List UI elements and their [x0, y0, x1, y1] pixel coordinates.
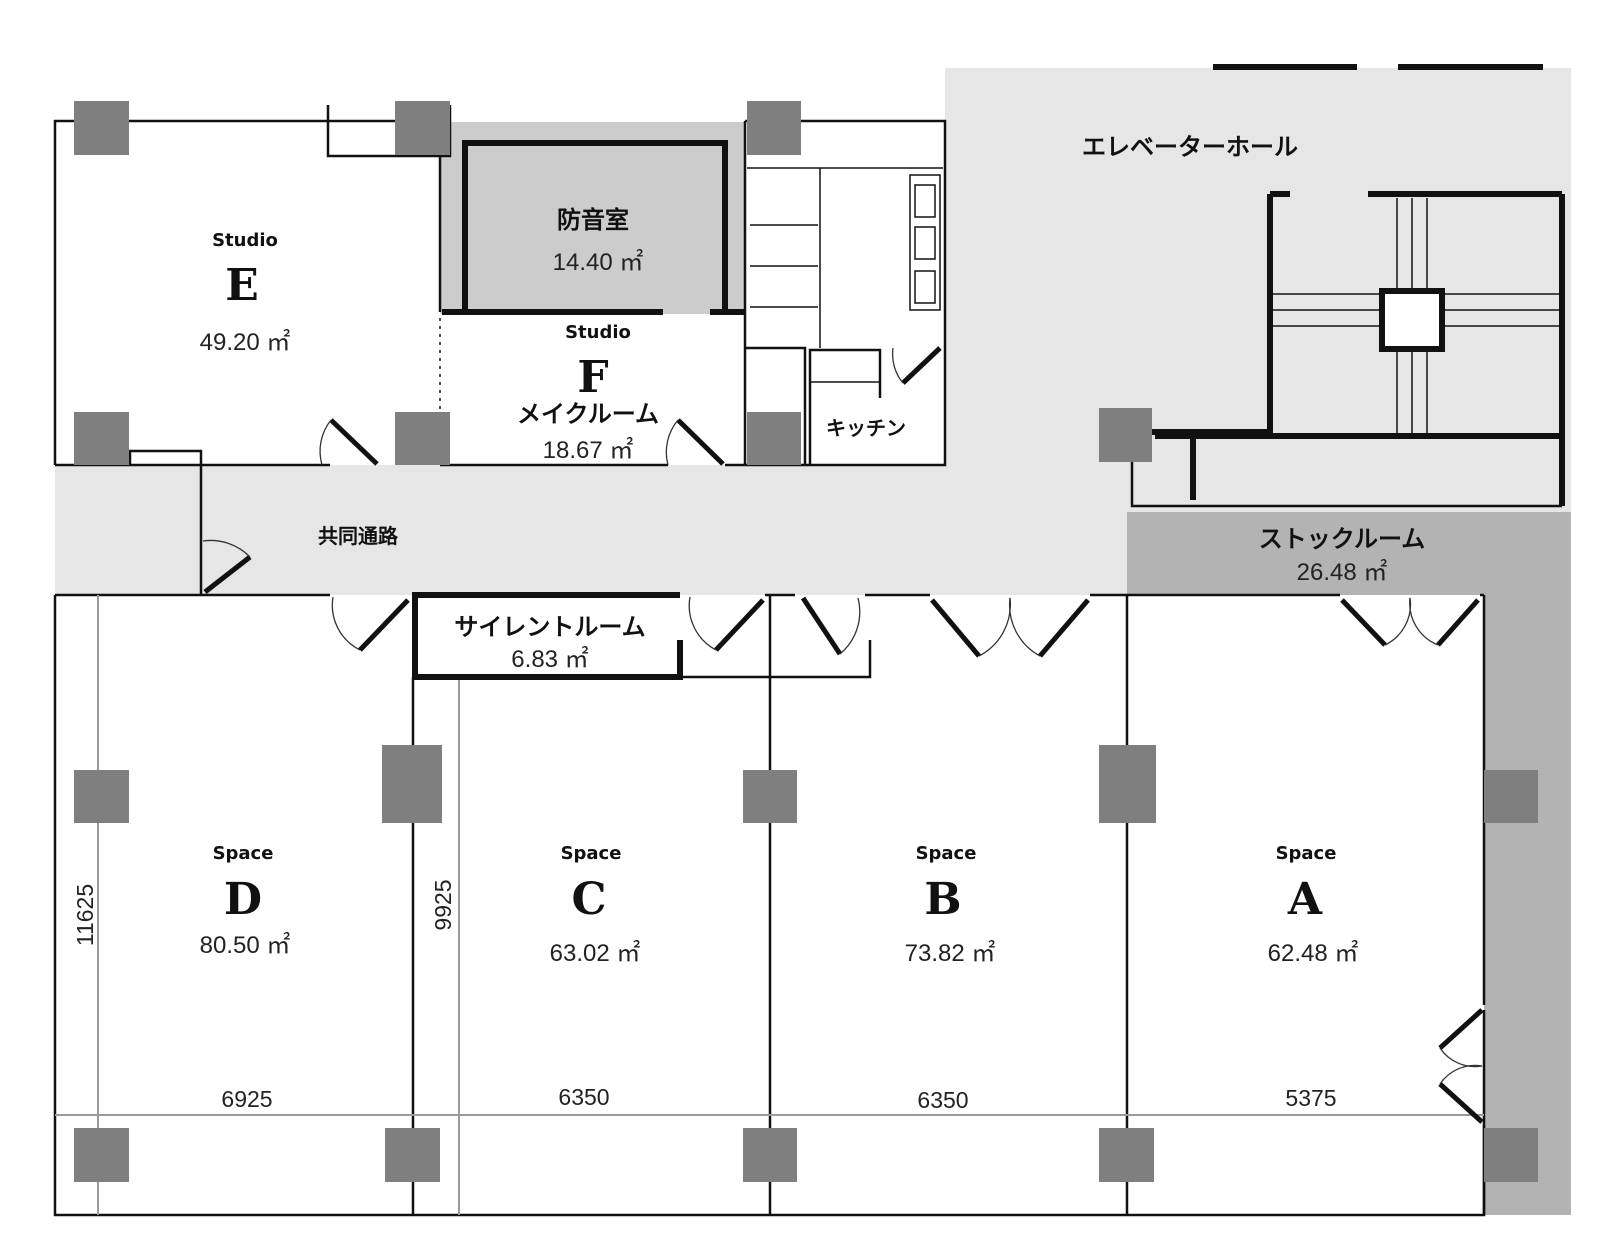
column — [743, 770, 797, 823]
door-stock-bottom — [1438, 1064, 1484, 1124]
soundproof-area: 14.40 ㎡ — [553, 249, 644, 276]
column — [743, 1128, 797, 1182]
door-silent — [688, 596, 765, 652]
door-studio-e — [319, 418, 379, 466]
column — [395, 412, 450, 465]
column — [395, 101, 450, 155]
space-c-kind: Space — [561, 843, 622, 864]
space-a-width: 5375 — [1285, 1085, 1336, 1111]
studio-f-letter: F — [577, 352, 608, 403]
space-d-letter: D — [224, 874, 262, 925]
column — [74, 1128, 129, 1182]
studio-f-kind: Studio — [565, 322, 631, 343]
door-kitchen — [891, 346, 942, 385]
column — [1484, 1128, 1538, 1182]
column — [1099, 1128, 1154, 1182]
room-labels: Studio E 49.20 ㎡ 防音室 14.40 ㎡ Studio F メイ… — [72, 133, 1425, 1113]
space-a-area: 62.48 ㎡ — [1268, 940, 1359, 967]
column — [382, 745, 442, 823]
column — [385, 1128, 440, 1182]
studio-e-kind: Studio — [212, 230, 278, 251]
column — [1099, 745, 1156, 823]
soundproof-zone — [440, 122, 745, 314]
door-space-a-left — [1340, 597, 1412, 647]
door-studio-f — [665, 418, 725, 466]
space-d-kind: Space — [213, 843, 274, 864]
stair-landing — [1379, 288, 1445, 352]
soundproof-name: 防音室 — [557, 206, 629, 234]
door-space-b-left — [930, 597, 1012, 658]
column — [74, 412, 129, 465]
silent-room-name: サイレントルーム — [454, 613, 645, 641]
space-c-depth: 9925 — [430, 879, 456, 930]
door-space-c — [800, 596, 861, 656]
door-stock-top — [1438, 1008, 1484, 1068]
column — [74, 101, 129, 155]
kitchen-name: キッチン — [826, 416, 906, 440]
column — [74, 770, 129, 823]
doors — [202, 346, 1484, 1124]
stock-room-name: ストックルーム — [1259, 525, 1426, 553]
elevator-hall-name: エレベーターホール — [1082, 133, 1298, 161]
space-c-area: 63.02 ㎡ — [550, 940, 641, 967]
stock-room-zone — [1127, 512, 1571, 595]
space-c-width: 6350 — [558, 1084, 609, 1110]
studio-e-letter: E — [225, 260, 259, 311]
space-d-depth: 11625 — [72, 884, 98, 946]
space-b-letter: B — [924, 874, 961, 925]
dimension-lines — [55, 595, 1484, 1215]
space-a-letter: A — [1287, 874, 1323, 925]
space-b-kind: Space — [916, 843, 977, 864]
walls — [53, 64, 1565, 1217]
stock-room-area: 26.48 ㎡ — [1297, 559, 1388, 586]
door-space-b-right — [1008, 597, 1090, 658]
space-d-area: 80.50 ㎡ — [200, 932, 291, 959]
columns — [74, 101, 1538, 1182]
studio-e-area: 49.20 ㎡ — [200, 329, 291, 356]
space-b-area: 73.82 ㎡ — [905, 940, 996, 967]
studio-f-area: 18.67 ㎡ — [543, 437, 634, 464]
space-a-kind: Space — [1276, 843, 1337, 864]
column — [1484, 770, 1538, 823]
shaded-zones — [55, 68, 1571, 1215]
stock-room-strip — [1484, 595, 1571, 1215]
door-space-d — [331, 596, 410, 652]
column — [747, 412, 801, 465]
corridor-name: 共同通路 — [318, 524, 399, 548]
door-corridor — [202, 539, 252, 594]
space-b-width: 6350 — [917, 1087, 968, 1113]
door-space-a-right — [1409, 597, 1480, 647]
column — [1099, 408, 1152, 462]
space-c-letter: C — [571, 874, 606, 925]
space-d-width: 6925 — [221, 1086, 272, 1112]
column — [747, 101, 801, 155]
silent-room-area: 6.83 ㎡ — [511, 646, 588, 673]
studio-f-name: メイクルーム — [517, 400, 659, 428]
